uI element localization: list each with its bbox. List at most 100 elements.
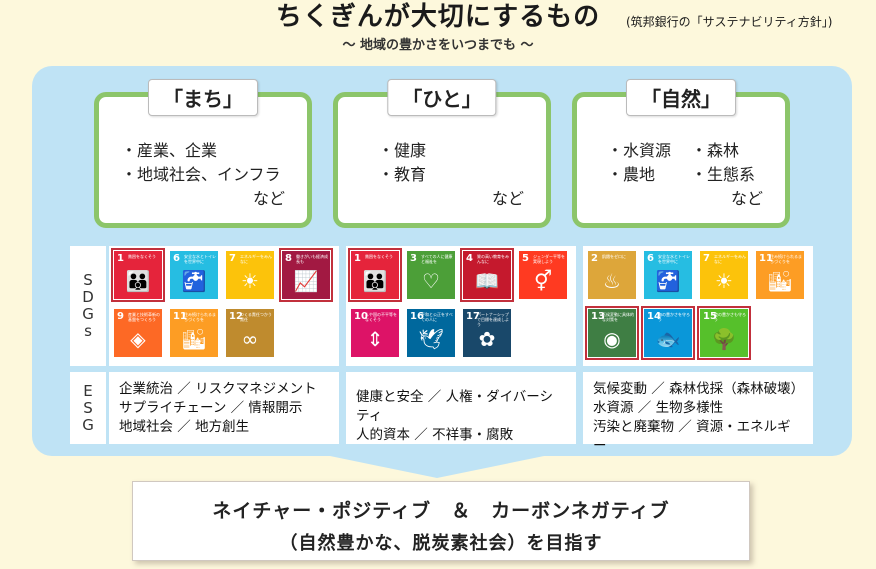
esg-line: 水資源 ／ 生物多様性 — [593, 400, 724, 416]
tree-icon: 🌳 — [711, 327, 737, 351]
water-icon: 🚰 — [655, 269, 681, 293]
sdg-label: 貧困をなくそう — [128, 254, 156, 259]
sdg-label: 気候変動に具体的な対策を — [602, 312, 634, 322]
sdg-number: 16 — [410, 311, 424, 322]
bowl-icon: ♨ — [603, 269, 621, 293]
sdg-number: 8 — [285, 253, 292, 264]
sdg-label: ジェンダー平等を実現しよう — [533, 254, 565, 264]
page-title: ちくぎんが大切にするもの (筑邦銀行の「サステナビリティ方針」) — [0, 0, 876, 34]
dove-icon: 🕊 — [418, 327, 444, 351]
water-icon: 🚰 — [181, 269, 207, 293]
category-items: ・健康 ・教育 — [378, 139, 426, 187]
infinity-icon: ∞ — [241, 327, 259, 351]
eye-globe-icon: ◉ — [603, 327, 621, 351]
equality-icon: ⇕ — [366, 327, 384, 351]
category-item: ・健康 — [378, 141, 427, 160]
sun-icon: ☀ — [715, 269, 733, 293]
title-text: ちくぎんが大切にするもの — [275, 2, 601, 32]
sdg-label: パートナーシップで目標を達成しよう — [477, 312, 509, 327]
sdg-number: 3 — [410, 253, 417, 264]
category-etc: など — [252, 189, 285, 208]
esg-line: 汚染と廃棄物 ／ 資源・エネルギー — [593, 419, 791, 454]
down-arrow-icon — [330, 456, 544, 478]
sun-icon: ☀ — [241, 269, 259, 293]
sdg-number: 13 — [591, 311, 605, 322]
goal-line-2: （自然豊かな、脱炭素社会）を目指す — [279, 533, 603, 554]
sdg-number: 7 — [703, 253, 710, 264]
growth-chart-icon: 📈 — [293, 269, 319, 293]
sdg-1-tile: 1 貧困をなくそう 👪 — [111, 248, 165, 302]
sdg-number: 10 — [354, 311, 368, 322]
category-item: ・農地 — [607, 165, 656, 184]
category-shizen: 「自然」 ・水資源 ・農地 ・森林 ・生態系 など — [572, 79, 790, 228]
category-item: ・水資源 — [607, 141, 672, 160]
category-etc: など — [730, 189, 763, 208]
category-title: 「まち」 — [148, 79, 258, 116]
esg-group-shizen: 気候変動 ／ 森林伐採（森林破壊） 水資源 ／ 生物多様性 汚染と廃棄物 ／ 資… — [583, 372, 813, 454]
people-icon: 👪 — [125, 269, 151, 293]
esg-group-machi: 企業統治 ／ リスクマネジメント サプライチェーン ／ 情報開示 地域社会 ／ … — [109, 372, 339, 444]
sdg-number: 6 — [647, 253, 654, 264]
cubes-icon: ◈ — [130, 327, 146, 351]
esg-line: 地域社会 ／ 地方創生 — [119, 419, 250, 435]
sdg-label: 住み続けられるまちづくりを — [770, 254, 802, 264]
sdg-label: 安全な水とトイレを世界中に — [184, 254, 216, 264]
sdg-6-tile: 6 安全な水とトイレを世界中に 🚰 — [644, 251, 692, 299]
gender-icon: ⚥ — [533, 269, 553, 293]
esg-line: 企業統治 ／ リスクマネジメント — [119, 381, 317, 397]
category-machi: 「まち」 ・産業、企業 ・地域社会、インフラ など — [94, 79, 312, 228]
esg-line: 人的資本 ／ 不祥事・腐敗 — [356, 427, 514, 443]
heartbeat-icon: ♡ — [422, 269, 440, 293]
category-etc: など — [491, 189, 524, 208]
sdg-label: 人や国の不平等をなくそう — [365, 312, 397, 322]
sdg-label: 働きがいも経済成長も — [296, 254, 328, 264]
sdg-label: 平和と公正をすべての人に — [421, 312, 453, 322]
sdg-label: 陸の豊かさも守ろう — [714, 312, 746, 322]
source-note: (筑邦銀行の「サステナビリティ方針」) — [626, 15, 833, 29]
sdg-8-tile: 8 働きがいも経済成長も 📈 — [279, 248, 333, 302]
sdg-7-tile: 7 エネルギーをみんなに ☀ — [700, 251, 748, 299]
sdg-number: 17 — [466, 311, 480, 322]
people-icon: 👪 — [362, 269, 388, 293]
sdg-label: エネルギーをみんなに — [714, 254, 746, 264]
city-icon: 🏙 — [767, 269, 793, 293]
sdg-label: 質の高い教育をみんなに — [477, 254, 509, 264]
sdg-label: 住み続けられるまちづくりを — [184, 312, 216, 322]
esg-line: 健康と安全 ／ 人権・ダイバーシティ — [356, 389, 554, 424]
sdg-label: 飢餓をゼロに — [602, 254, 626, 259]
category-items: ・水資源 ・農地 ・森林 ・生態系 — [607, 139, 755, 187]
sdg-number: 1 — [117, 253, 124, 264]
esg-line: 気候変動 ／ 森林伐採（森林破壊） — [593, 381, 805, 397]
sdg-number: 11 — [759, 253, 773, 264]
sdg-number: 2 — [591, 253, 598, 264]
sdg-number: 9 — [117, 311, 124, 322]
goal-box: ネイチャー・ポジティブ ＆ カーボンネガティブ （自然豊かな、脱炭素社会）を目指… — [132, 481, 750, 561]
category-hito: 「ひと」 ・健康 ・教育 など — [333, 79, 551, 228]
category-item: ・地域社会、インフラ — [121, 165, 281, 184]
sdg-label: 安全な水とトイレを世界中に — [658, 254, 690, 264]
esg-line: サプライチェーン ／ 情報開示 — [119, 400, 303, 416]
category-item: ・産業、企業 — [121, 141, 218, 160]
sdg-number: 12 — [229, 311, 243, 322]
sdg-number: 7 — [229, 253, 236, 264]
sdg-number: 14 — [647, 311, 661, 322]
